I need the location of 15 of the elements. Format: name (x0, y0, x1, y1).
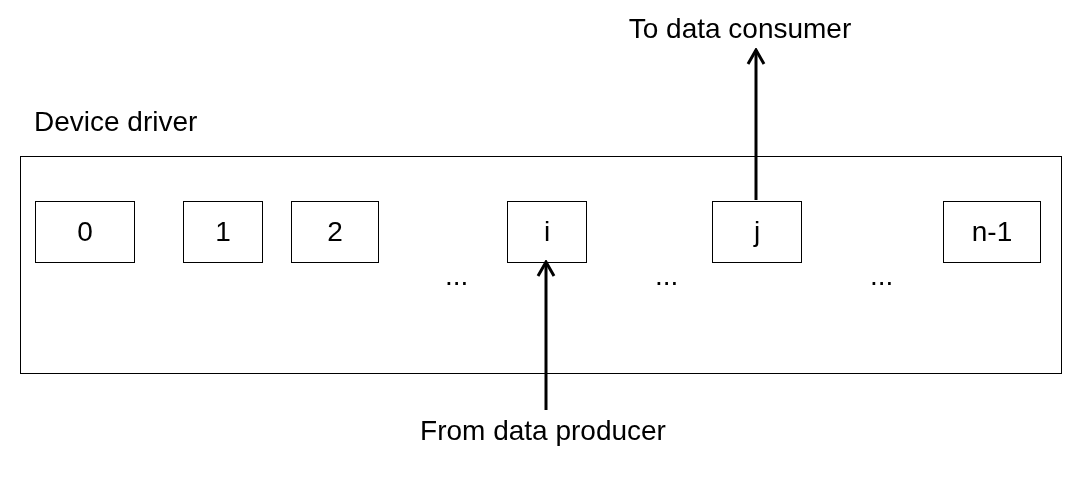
buffer-slot: n-1 (943, 201, 1041, 263)
ellipsis: ... (445, 262, 469, 290)
container-title: Device driver (34, 108, 198, 136)
arrow (746, 48, 766, 200)
buffer-slot: j (712, 201, 802, 263)
container-box (20, 156, 1062, 374)
endpoint-label: From data producer (420, 417, 666, 445)
buffer-slot: 0 (35, 201, 135, 263)
buffer-slot: 1 (183, 201, 263, 263)
ellipsis: ... (655, 262, 679, 290)
arrow (536, 260, 556, 410)
ellipsis: ... (870, 262, 894, 290)
endpoint-label: To data consumer (628, 15, 852, 43)
buffer-slot: 2 (291, 201, 379, 263)
buffer-slot: i (507, 201, 587, 263)
